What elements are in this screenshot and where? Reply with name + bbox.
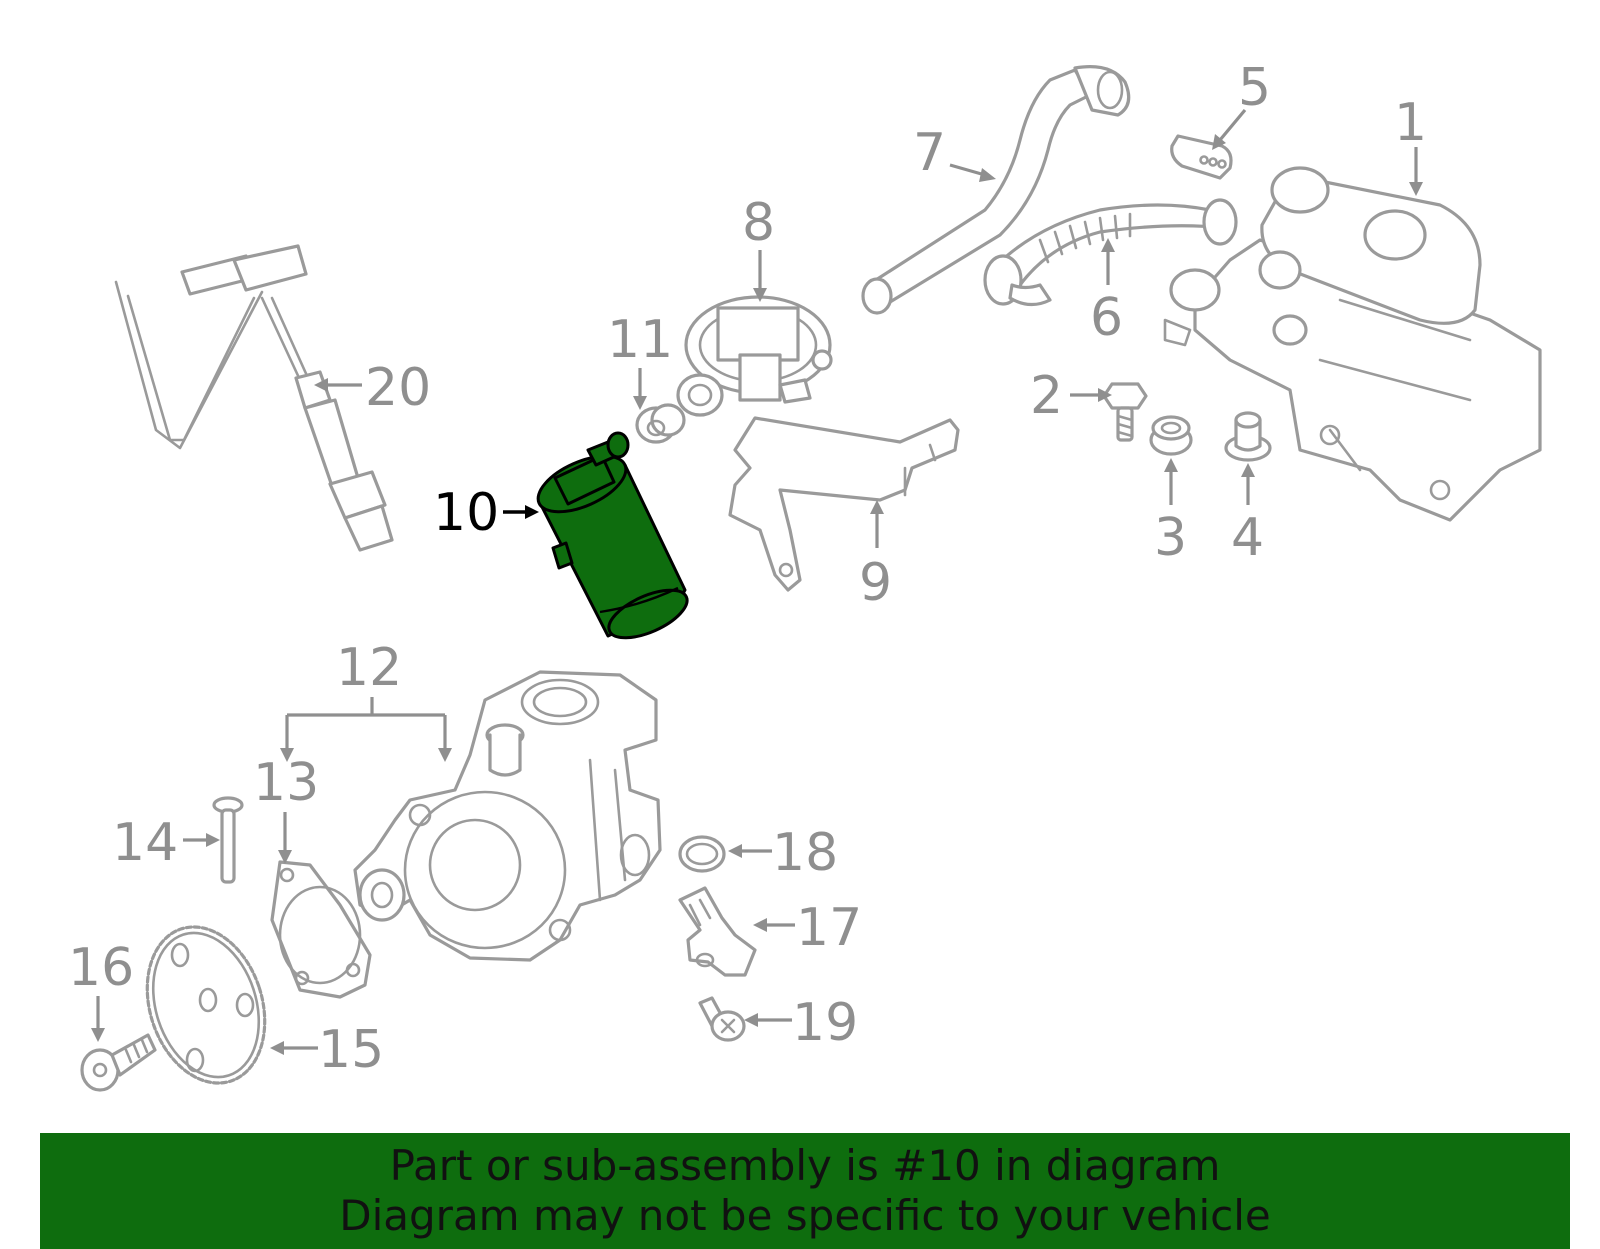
part-18-o-ring <box>678 835 726 873</box>
banner-line-2: Diagram may not be specific to your vehi… <box>339 1191 1271 1240</box>
part-8-valve <box>676 295 833 417</box>
leader-lines <box>91 108 1423 1055</box>
callout-12: 12 <box>336 638 402 698</box>
part-7-pipe <box>861 65 1131 315</box>
callout-20: 20 <box>365 358 431 418</box>
part-20-oxygen-sensor <box>114 244 394 552</box>
callout-11: 11 <box>607 310 673 370</box>
callout-8: 8 <box>742 193 775 253</box>
callout-6: 6 <box>1090 288 1123 348</box>
callout-13: 13 <box>253 753 319 813</box>
callout-17: 17 <box>796 898 862 958</box>
callout-18: 18 <box>772 823 838 883</box>
callout-15: 15 <box>318 1020 384 1080</box>
part-17-sensor <box>678 886 757 977</box>
part-10-canister-highlighted[interactable] <box>530 431 694 648</box>
callout-3: 3 <box>1154 508 1187 568</box>
callout-16: 16 <box>68 938 134 998</box>
callout-19: 19 <box>792 993 858 1053</box>
info-banner: Part or sub-assembly is #10 in diagram D… <box>40 1133 1570 1249</box>
callout-4: 4 <box>1231 508 1264 568</box>
part-13-gasket <box>270 860 372 999</box>
callout-1: 1 <box>1394 93 1427 153</box>
part-16-bolt <box>80 1033 157 1092</box>
banner-line-1: Part or sub-assembly is #10 in diagram <box>389 1141 1221 1190</box>
part-11-grommet <box>635 403 686 444</box>
part-9-bracket <box>728 416 960 592</box>
callout-5: 5 <box>1238 58 1271 118</box>
callout-10-highlighted[interactable]: 10 <box>433 483 499 543</box>
part-15-sprocket <box>145 925 267 1085</box>
part-3-grommet <box>1149 415 1193 456</box>
callout-2: 2 <box>1030 366 1063 426</box>
part-14-pin <box>212 796 244 884</box>
callout-14: 14 <box>112 813 178 873</box>
callout-7: 7 <box>913 123 946 183</box>
part-1-housing <box>1163 166 1542 522</box>
callout-labels: 1 2 3 4 5 6 7 8 9 10 11 12 13 14 15 16 1… <box>68 58 1427 1080</box>
part-4-bushing <box>1224 411 1272 462</box>
part-19-screw <box>698 996 746 1042</box>
part-12-pump <box>353 670 662 962</box>
part-6-hose <box>983 198 1238 307</box>
callout-9: 9 <box>859 553 892 613</box>
part-2-bolt <box>1102 382 1148 442</box>
